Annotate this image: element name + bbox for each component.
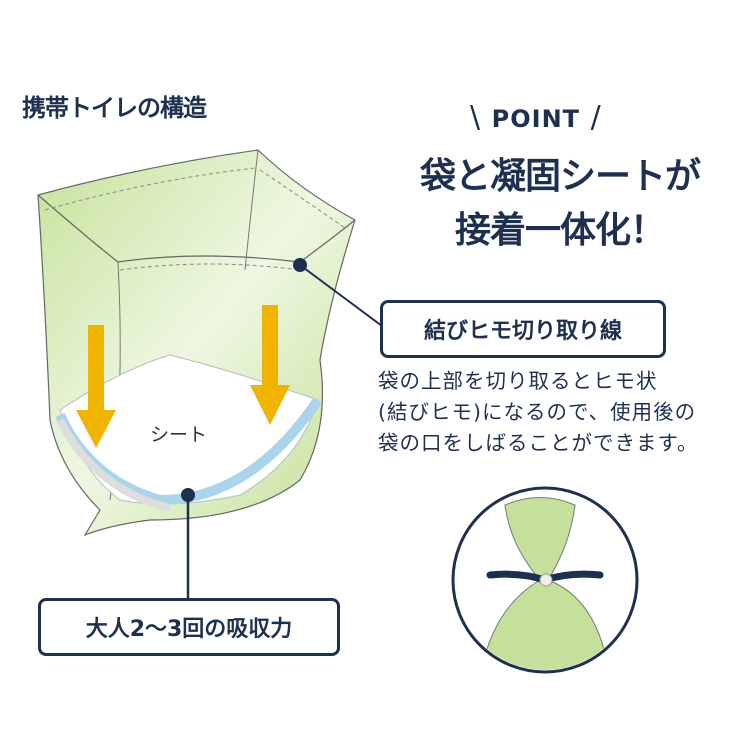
tie-knot [539,573,553,587]
description-line: 袋の口をしばることができます。 [378,431,699,455]
headline-line-2: 接着一体化！ [454,210,666,251]
sheet-grey-edge [56,418,171,512]
arrow-down-icon [250,305,290,425]
headline: 袋と凝固シートが 接着一体化！ [380,150,740,258]
cut-line-stitching [44,167,346,271]
point-text: POINT [491,105,581,133]
bag-inner-rim [37,194,356,263]
slash-left: \ [470,100,492,135]
description-line: 袋の上部を切り取るとヒモ状 [378,369,658,393]
sheet-label: シート [150,424,208,446]
page-title: 携帯トイレの構造 [22,94,207,122]
tied-bag-inset [451,486,639,674]
arrow-down-icon [76,325,116,448]
slash-right: / [580,100,602,135]
description-line: (結びヒモ)になるので、使用後の [378,400,697,424]
point-label: \ POINT / [470,100,602,135]
description: 袋の上部を切り取るとヒモ状 (結びヒモ)になるので、使用後の 袋の口をしばること… [378,366,750,459]
leader-line [299,264,383,327]
absorption-callout: 大人2～3回の吸収力 [38,598,340,656]
cut-line-callout: 結びヒモ切り取り線 [380,300,666,358]
headline-line-1: 袋と凝固シートが [419,156,701,197]
